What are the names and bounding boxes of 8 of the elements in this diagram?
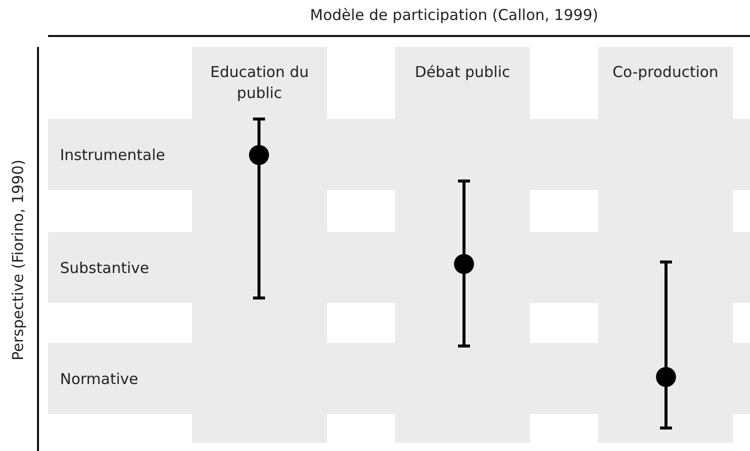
axis-title: Modèle de participation (Callon, 1999) (310, 6, 598, 24)
column-heading: Co-production (612, 62, 720, 83)
row-label: Instrumentale (60, 146, 166, 164)
row-label: Normative (60, 370, 138, 388)
column-heading: Education du public (209, 62, 310, 104)
row-label: Substantive (60, 258, 150, 276)
column-heading: Débat public (414, 62, 512, 83)
axis-title: Perspective (Fiorino, 1990) (9, 160, 27, 360)
